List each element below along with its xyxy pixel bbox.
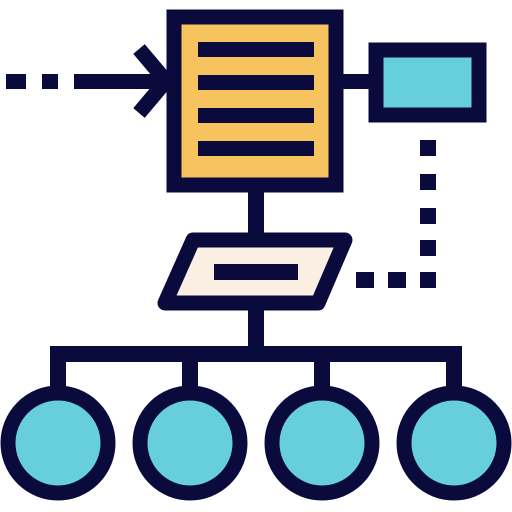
side-box: [368, 42, 487, 123]
document-line: [198, 141, 314, 156]
edge-process-child-2: [182, 346, 198, 394]
child-node-1: [0, 385, 116, 501]
dotted-dash: [420, 208, 436, 224]
edge-process-child-4: [446, 346, 462, 394]
dotted-dash: [420, 174, 436, 190]
document-line: [198, 42, 314, 57]
tree-horizontal-bar: [50, 346, 462, 362]
edge-process-child-3: [314, 346, 330, 394]
edge-process-trunk: [248, 303, 264, 353]
edge-document-process: [248, 185, 264, 239]
child-node-3: [264, 385, 380, 501]
input-arrow-icon: [6, 44, 176, 118]
input-arrowhead: [133, 44, 176, 118]
edge-process-child-1: [50, 346, 66, 394]
dotted-dash: [388, 272, 406, 288]
input-dash: [6, 74, 26, 89]
process-line: [214, 264, 298, 280]
document-line: [198, 75, 314, 90]
edge-document-side-box: [336, 74, 376, 89]
document-icon: [166, 9, 344, 193]
tree-connectors: [50, 303, 462, 394]
dotted-dash: [356, 272, 374, 288]
input-dash: [42, 74, 58, 89]
input-arrow-shaft: [74, 74, 164, 89]
child-node-4: [396, 385, 512, 501]
dotted-dash: [420, 240, 436, 256]
dotted-dash: [420, 272, 436, 288]
process-parallelogram: [157, 232, 353, 311]
document-line: [198, 108, 314, 123]
edge-side-box-process: [356, 140, 436, 288]
child-node-2: [132, 385, 248, 501]
dotted-dash: [420, 140, 436, 156]
